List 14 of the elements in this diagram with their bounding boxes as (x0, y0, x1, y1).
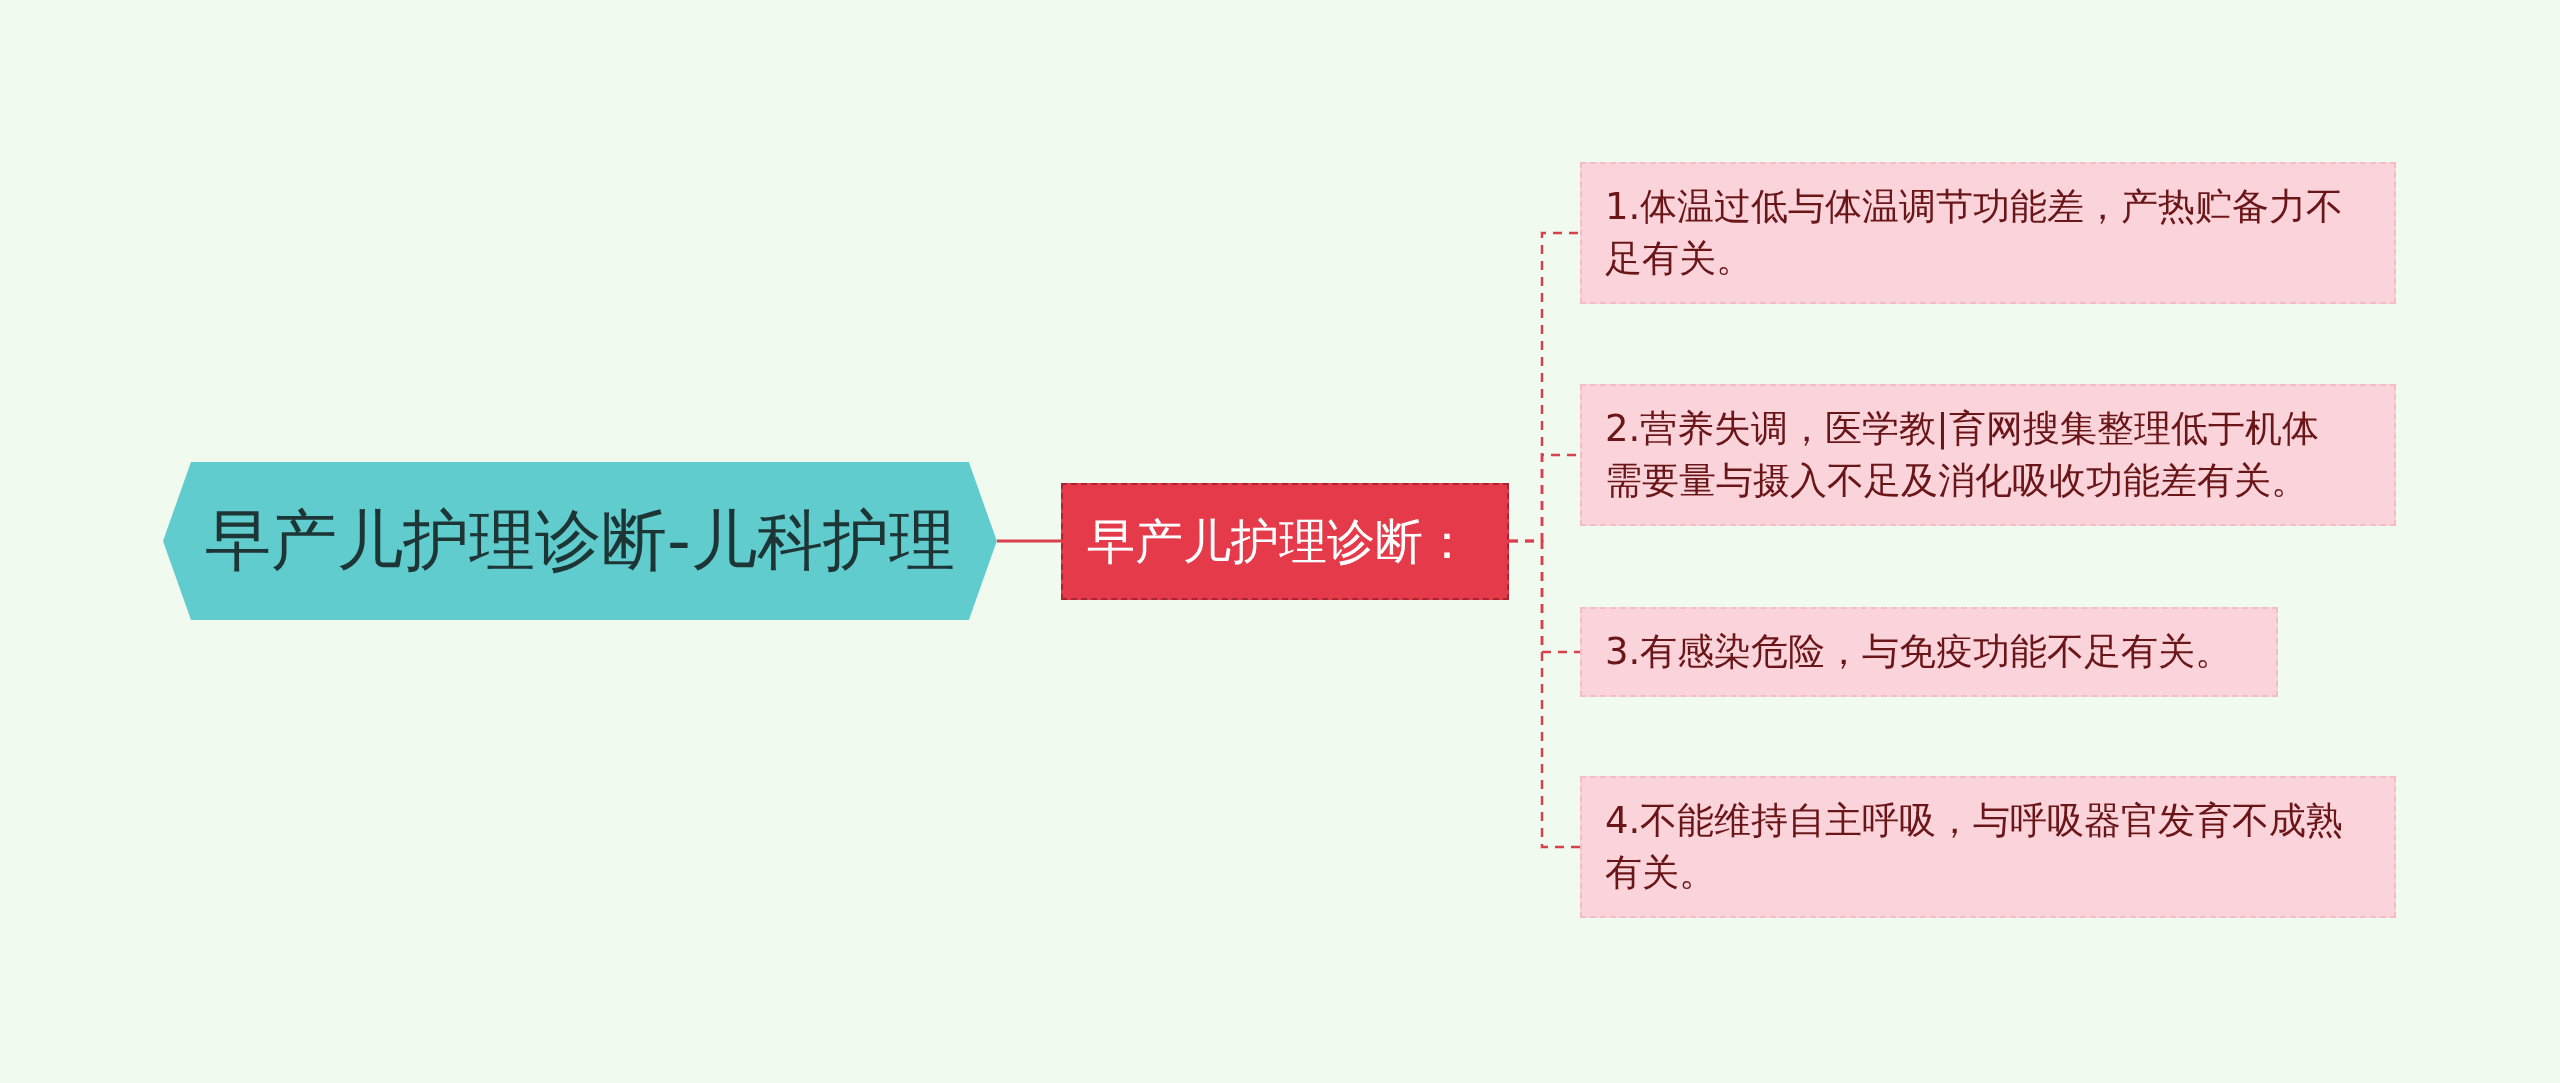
diagnosis-text: 1.体温过低与体温调节功能差，产热贮备力不足有关。 (1605, 184, 2345, 282)
connector-line (996, 539, 1061, 543)
subtopic-box (1061, 482, 1509, 600)
subtopic-text: 早产儿护理诊断： (1087, 511, 1471, 571)
connector-line (1509, 539, 1580, 849)
diagnosis-text: 3.有感染危险，与免疫功能不足有关。 (1605, 629, 2233, 675)
topic-text: 早产儿护理诊断-儿科护理 (205, 501, 955, 581)
diagnosis-card (1580, 776, 2396, 918)
diagnosis-text: 4.不能维持自主呼吸，与呼吸器官发育不成熟有关。 (1605, 798, 2345, 896)
diagnosis-text: 2.营养失调，医学教|育网搜集整理低于机体需要量与摄入不足及消化吸收功能差有关。 (1605, 406, 2320, 504)
diagnosis-card (1580, 162, 2396, 304)
diagnosis-card (1580, 607, 2279, 697)
topic-hexagon (163, 462, 997, 620)
diagnosis-card (1580, 384, 2396, 526)
